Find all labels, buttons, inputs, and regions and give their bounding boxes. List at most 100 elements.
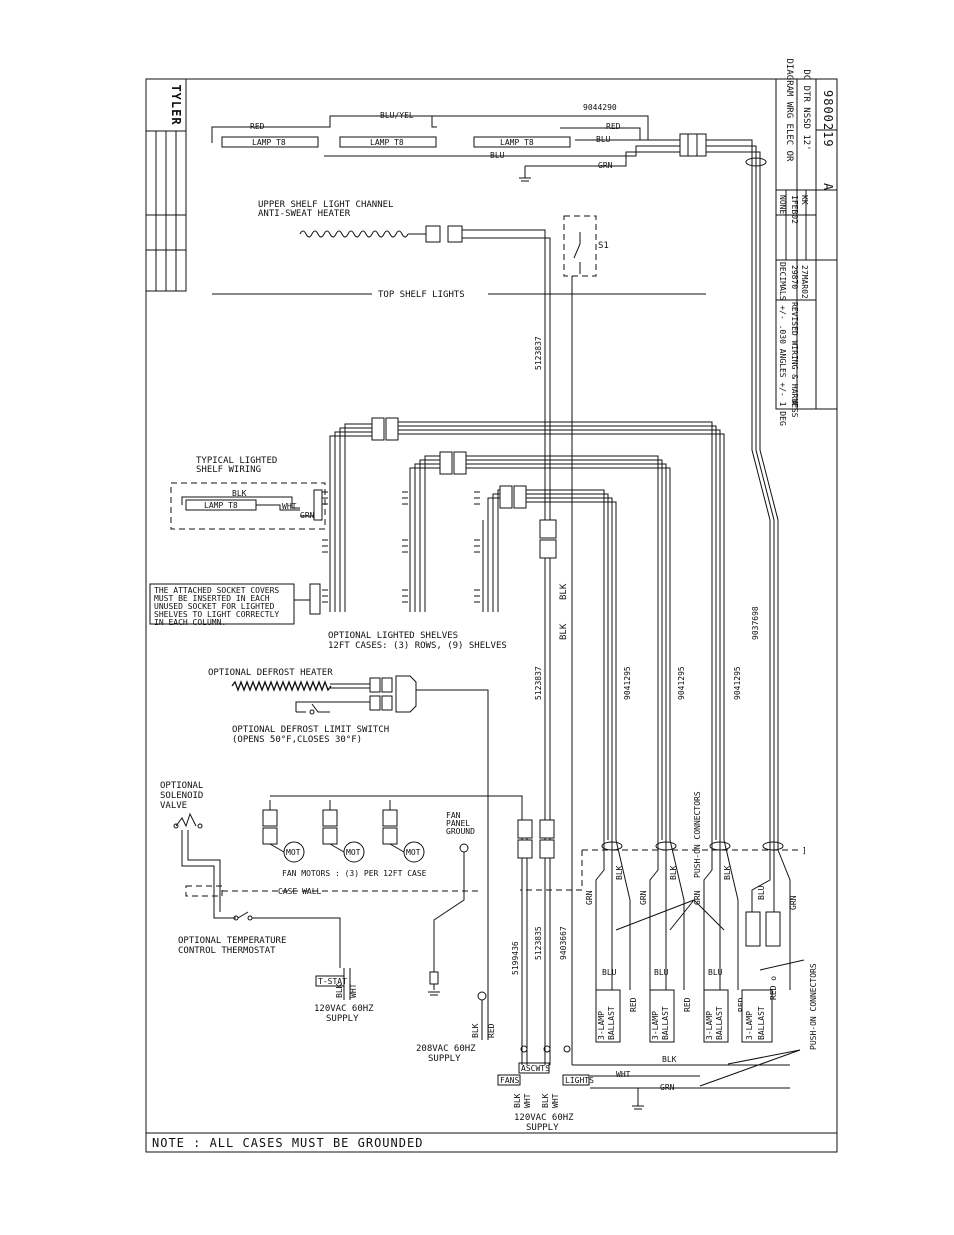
harness-ballast3: 9041295 <box>733 666 742 700</box>
fan-motors: MOT MOT MOT FAN MOTORS : (3) PER 12FT CA… <box>262 795 523 878</box>
typical-shelf-wiring: TYPICAL LIGHTED SHELF WIRING LAMP T8 BLK… <box>170 456 326 530</box>
b1-blu: BLU <box>602 968 617 977</box>
tstat-tag: T-STAT <box>318 977 347 986</box>
fans-tag: FANS <box>500 1076 519 1085</box>
title-scale: NONE <box>778 195 787 214</box>
socket-note-1: THE ATTACHED SOCKET COVERS <box>154 586 279 595</box>
ballast-2-line2: BALLAST <box>661 1006 670 1040</box>
case-wall: CASE WALL ] <box>185 846 807 897</box>
bus-grn: GRN <box>660 1083 675 1092</box>
rev-ecn: 29870 <box>790 265 799 289</box>
socket-note-3: UNUSED SOCKET FOR LIGHTED <box>154 602 275 611</box>
ballast-3-line2: BALLAST <box>715 1006 724 1040</box>
fan-motors-label: FAN MOTORS : (3) PER 12FT CASE <box>282 869 427 878</box>
thermostat-label-2: CONTROL THERMOSTAT <box>178 946 276 956</box>
opt-shelves-1: OPTIONAL LIGHTED SHELVES <box>328 631 458 641</box>
tyler-logo: TYLER <box>169 84 183 125</box>
harness-ballast1: 9041295 <box>623 666 632 700</box>
lamp-1: LAMP T8 <box>221 136 319 148</box>
defrost-switch-label-2: (OPENS 50°F,CLOSES 30°F) <box>232 735 362 745</box>
fan-panel-2: PANEL <box>446 819 470 828</box>
bottom-wire-blk-1: BLK <box>513 1093 522 1108</box>
lower-harnesses: 5199436 5123835 9403667 5123837 <box>511 666 571 1065</box>
socket-note-4: SHELVES TO LIGHT CORRECTLY <box>154 610 279 619</box>
motor-1-label: MOT <box>286 848 301 857</box>
top-lamp-circuit: 9044290 RED BLU/YEL RED BLU BLU GRN LAMP… <box>211 103 707 182</box>
b2-blk: BLK <box>669 865 678 880</box>
supply-120b-label: 120VAC 60HZ <box>514 1113 574 1123</box>
wire-red-1: RED <box>250 122 265 131</box>
ballast-2: 3-LAMP BALLAST GRN BLK RED BLU <box>639 839 692 1043</box>
wire-grn-1: GRN <box>598 161 613 170</box>
solenoid-label-2: SOLENOID <box>160 791 203 801</box>
typical-wire-blk: BLK <box>232 489 247 498</box>
upper-anti-sweat-heater: UPPER SHELF LIGHT CHANNEL ANTI-SWEAT HEA… <box>258 200 551 520</box>
fan-motor-2: MOT <box>322 809 365 863</box>
wire-red-2: RED <box>606 122 621 131</box>
ballast-4: 3-LAMP BALLAST BLU GRN RED o <box>741 849 798 1043</box>
lamp-3-label: LAMP T8 <box>500 138 534 147</box>
solenoid-valve: OPTIONAL SOLENOID VALVE <box>160 781 236 919</box>
center-blk-2: BLK <box>559 583 569 600</box>
fan-panel-3: GROUND <box>446 827 475 836</box>
motor-2-label: MOT <box>346 848 361 857</box>
b4-blu: BLU <box>757 885 766 900</box>
motor-3-label: MOT <box>406 848 421 857</box>
bottom-wire-wht-2: WHT <box>551 1093 560 1108</box>
wire-blu-2: BLU <box>490 151 505 160</box>
supply-208-label: 208VAC 60HZ <box>416 1044 476 1054</box>
thermostat-label-1: OPTIONAL TEMPERATURE <box>178 936 286 946</box>
tstat-wire-wht: WHT <box>349 983 358 998</box>
rev-letter: A <box>790 400 799 405</box>
b2-grn: GRN <box>639 890 648 905</box>
ballast-4-line1: 3-LAMP <box>745 1011 754 1040</box>
push-on-top-label: PUSH-ON CONNECTORS <box>693 791 702 878</box>
bottom-wire-wht-1: WHT <box>523 1093 532 1108</box>
b3-grn: GRN <box>693 890 702 905</box>
typical-label-2: SHELF WIRING <box>196 465 261 475</box>
bus-wht: WHT <box>616 1070 631 1079</box>
rev-description: REVISED WIRING & HARNESS <box>790 302 799 418</box>
logo-block: TYLER <box>145 78 187 132</box>
revision-letter: A <box>821 183 835 191</box>
harness-anti: 5123835 <box>534 926 543 960</box>
lamp-2: LAMP T8 <box>339 136 437 148</box>
switch-label: S1 <box>598 241 609 251</box>
title-line-1: DIAGRAM WRG ELEC OR <box>784 59 794 163</box>
ballast-1-line2: BALLAST <box>607 1006 616 1040</box>
b4-red-o: RED o <box>769 976 778 1000</box>
lamp-3: LAMP T8 <box>473 136 571 148</box>
push-on-bottom-label: PUSH-ON CONNECTORS <box>809 963 818 1050</box>
title-block: DIAGRAM WRG ELEC OR DC DTR NSSD 12' 9800… <box>775 59 838 426</box>
upper-heater-label-2: ANTI-SWEAT HEATER <box>258 209 351 219</box>
bottom-wire-blk-2: BLK <box>541 1093 550 1108</box>
ballast-1-line1: 3-LAMP <box>597 1011 606 1040</box>
fan-panel-ground: FAN PANEL GROUND <box>428 811 475 996</box>
defrost-heater-label: OPTIONAL DEFROST HEATER <box>208 668 333 678</box>
typical-lamp-label: LAMP T8 <box>204 501 238 510</box>
harness-left: 5123837 <box>534 666 543 700</box>
center-blk-harness: BLK BLK <box>539 519 569 1065</box>
solenoid-label-3: VALVE <box>160 801 187 811</box>
switch-s1: S1 <box>563 215 609 1065</box>
top-shelf-lights-line: TOP SHELF LIGHTS <box>212 290 706 300</box>
defrost-heater: OPTIONAL DEFROST HEATER OPTIONAL DEFROST… <box>208 668 489 990</box>
ballast-2-line1: 3-LAMP <box>651 1011 660 1040</box>
fan-panel-1: FAN <box>446 811 461 820</box>
supply-120-label: 120VAC 60HZ <box>314 1004 374 1014</box>
lamp-2-label: LAMP T8 <box>370 138 404 147</box>
center-blk-1: BLK <box>559 623 569 640</box>
supply-120b-label-2: SUPPLY <box>526 1123 559 1133</box>
temperature-thermostat: OPTIONAL TEMPERATURE CONTROL THERMOSTAT … <box>178 911 374 1024</box>
top-shelf-label: TOP SHELF LIGHTS <box>378 290 465 300</box>
title-line-2: DC DTR NSSD 12' <box>801 69 811 150</box>
supply-208: BLK RED 208VAC 60HZ SUPPLY <box>416 990 496 1064</box>
socket-note-2: MUST BE INSERTED IN EACH <box>154 594 270 603</box>
drawing-number: 9800219 <box>821 90 835 148</box>
top-connector <box>679 133 707 157</box>
rev-date: 27MAR02 <box>800 265 809 299</box>
sheet-border <box>145 78 838 1153</box>
case-wall-label: CASE WALL <box>278 887 322 896</box>
b3-blk: BLK <box>723 865 732 880</box>
